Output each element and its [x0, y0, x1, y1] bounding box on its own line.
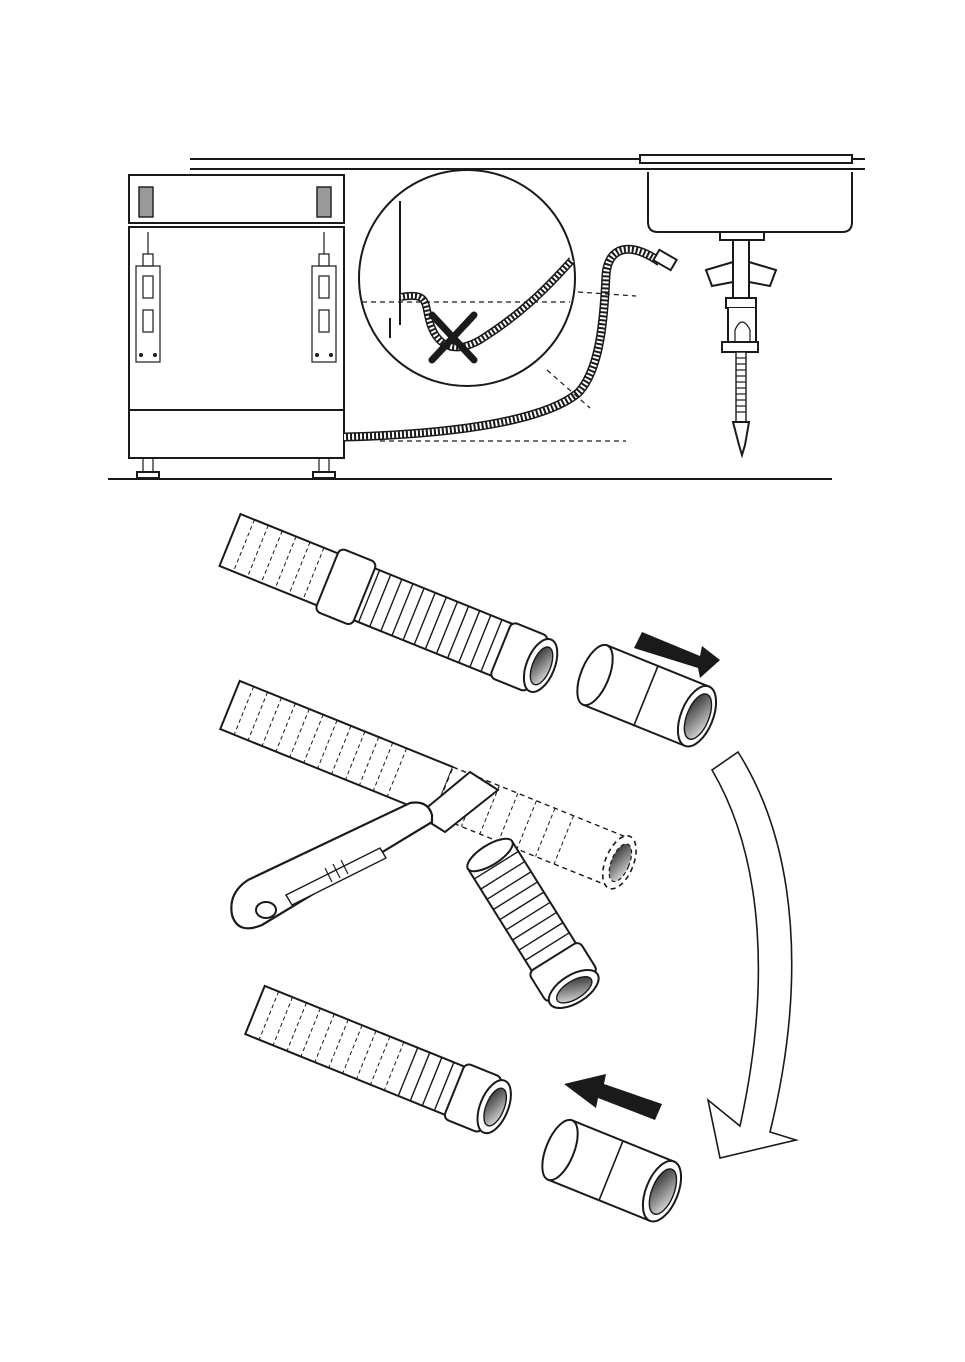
- control-panel-right: [317, 187, 331, 217]
- installation-overview: [108, 155, 865, 479]
- knife-icon: [231, 772, 498, 928]
- sink: [640, 155, 852, 455]
- hose-section: [220, 681, 453, 815]
- connector-sleeve: [535, 1115, 689, 1227]
- curved-arrow-icon: [708, 752, 796, 1158]
- refit-connector: [244, 982, 689, 1227]
- control-panel-left: [139, 187, 153, 217]
- dishwasher: [129, 175, 344, 478]
- dishwasher-feet: [137, 458, 335, 478]
- mounting-bracket-right: [312, 232, 336, 362]
- arrow-left-icon: [564, 1074, 662, 1120]
- detail-circle: [359, 170, 575, 386]
- cut-hose: [220, 679, 643, 1017]
- siphon-tail: [733, 352, 749, 455]
- mounting-bracket-left: [136, 232, 160, 362]
